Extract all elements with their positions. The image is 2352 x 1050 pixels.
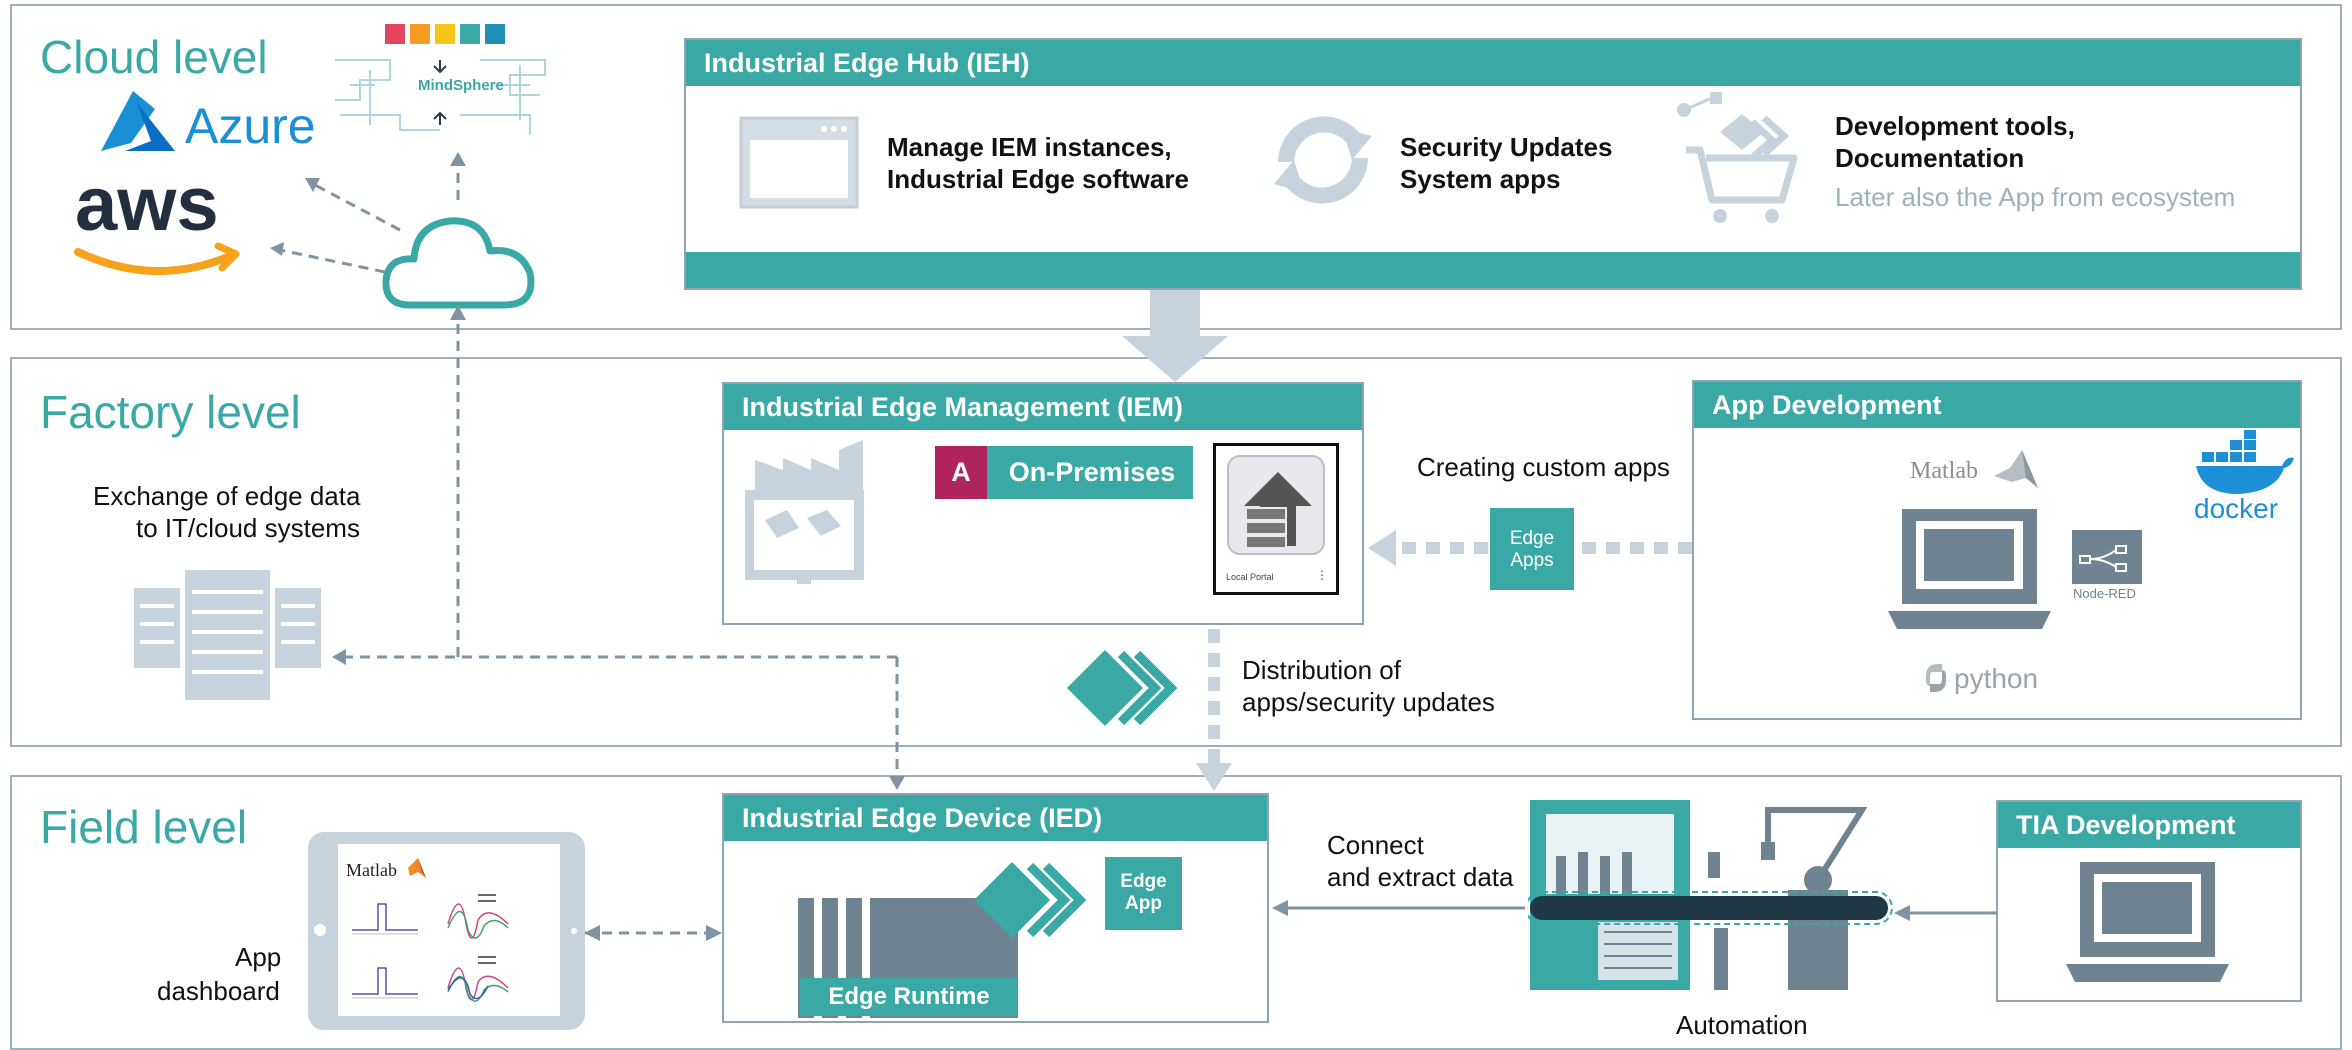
cloud-icon bbox=[382, 217, 535, 309]
edge-runtime-label: Edge Runtime bbox=[800, 978, 1018, 1016]
iem-title: Industrial Edge Management (IEM) bbox=[724, 384, 1362, 430]
ieh-item3-line1: Development tools, bbox=[1835, 111, 2075, 141]
ieh-item1-line1: Manage IEM instances, bbox=[887, 132, 1172, 162]
ieh-item3-note: Later also the App from ecosystem bbox=[1835, 182, 2236, 212]
automation-label: Automation bbox=[1676, 1010, 1808, 1040]
docker-text: docker bbox=[2194, 493, 2278, 520]
shopping-cart-icon bbox=[1677, 92, 1798, 223]
mindsphere-logo: MindSphere bbox=[335, 24, 546, 135]
tablet-home-button bbox=[314, 924, 326, 936]
edge-apps-line1: Edge bbox=[1509, 528, 1555, 549]
local-portal-label: Local Portal bbox=[1226, 572, 1274, 582]
ieh-item1-line2: Industrial Edge software bbox=[887, 164, 1189, 194]
app-dev-title: App Development bbox=[1694, 382, 2300, 428]
automation-graphic bbox=[1528, 800, 1893, 990]
tablet-camera bbox=[571, 928, 577, 934]
ieh-item2-line1: Security Updates bbox=[1400, 132, 1613, 162]
ieh-item3-line2: Documentation bbox=[1835, 143, 2025, 173]
tia-title: TIA Development bbox=[1998, 802, 2300, 848]
edge-runtime-text: Edge Runtime bbox=[828, 983, 990, 1010]
aws-logo: aws bbox=[74, 162, 240, 276]
ied-title: Industrial Edge Device (IED) bbox=[724, 795, 1267, 841]
node-red-icon: Node-RED bbox=[2072, 530, 2142, 601]
edge-app-line1: Edge bbox=[1120, 871, 1167, 892]
field-level-title: Field level bbox=[40, 801, 248, 853]
cloud-level-title: Cloud level bbox=[40, 31, 268, 83]
distribution-line2: apps/security updates bbox=[1242, 687, 1495, 717]
badge-letter: A bbox=[935, 446, 987, 499]
factory-monitor-icon bbox=[745, 440, 864, 584]
mindsphere-text: MindSphere bbox=[418, 77, 504, 94]
distribution-chevrons-icon bbox=[1067, 650, 1178, 726]
exchange-line2: to IT/cloud systems bbox=[136, 513, 360, 543]
local-portal-icon bbox=[1227, 455, 1325, 555]
connect-line1: Connect bbox=[1327, 830, 1424, 860]
azure-logo: Azure bbox=[101, 91, 316, 154]
tablet-matlab-label: Matlab bbox=[346, 860, 397, 880]
matlab-icon bbox=[1994, 450, 2038, 488]
local-portal-menu-icon[interactable]: ⋮ bbox=[1316, 568, 1328, 582]
python-icon: python bbox=[1926, 663, 2038, 694]
tablet-screen: Matlab bbox=[338, 844, 560, 1016]
node-red-text: Node-RED bbox=[2073, 586, 2136, 601]
ieh-item2-line2: System apps bbox=[1400, 164, 1561, 194]
edge-app-line2: App bbox=[1125, 893, 1162, 914]
refresh-icon bbox=[1274, 116, 1372, 204]
edge-apps-box: Edge Apps bbox=[1490, 508, 1574, 590]
local-portal-tile[interactable]: Local Portal ⋮ bbox=[1213, 443, 1339, 595]
ieh-title: Industrial Edge Hub (IEH) bbox=[686, 40, 2300, 86]
docker-icon: docker bbox=[2194, 430, 2294, 520]
connect-line2: and extract data bbox=[1327, 862, 1514, 892]
factory-level-title: Factory level bbox=[40, 386, 301, 438]
on-premises-label: On-Premises bbox=[1008, 457, 1176, 487]
matlab-label: Matlab bbox=[1910, 458, 1978, 484]
dev-laptop-icon bbox=[1888, 509, 2051, 629]
app-dashboard-line1: App bbox=[235, 942, 282, 972]
ieh-footer-bar bbox=[686, 252, 2300, 288]
tia-laptop-icon bbox=[2066, 862, 2229, 982]
ieh-panel: Industrial Edge Hub (IEH) bbox=[684, 38, 2302, 290]
app-dashboard-line2: dashboard bbox=[157, 976, 280, 1006]
server-icon bbox=[134, 570, 321, 700]
azure-text: Azure bbox=[185, 98, 316, 154]
distribution-line1: Distribution of bbox=[1242, 655, 1401, 685]
tablet-device: Matlab bbox=[308, 832, 585, 1030]
tablet-charts bbox=[352, 858, 509, 1002]
ieh-to-iem-arrow bbox=[1122, 290, 1228, 382]
browser-window-icon bbox=[739, 116, 859, 209]
aws-text: aws bbox=[75, 162, 219, 247]
edge-apps-line2: Apps bbox=[1510, 550, 1554, 571]
exchange-line1: Exchange of edge data bbox=[93, 481, 361, 511]
creating-custom-apps: Creating custom apps bbox=[1417, 452, 1670, 482]
python-text: python bbox=[1954, 663, 2038, 694]
edge-app-box: Edge App bbox=[1105, 857, 1182, 930]
app-dev-panel: App Development bbox=[1692, 380, 2302, 720]
distribution-arrow bbox=[1196, 629, 1232, 791]
